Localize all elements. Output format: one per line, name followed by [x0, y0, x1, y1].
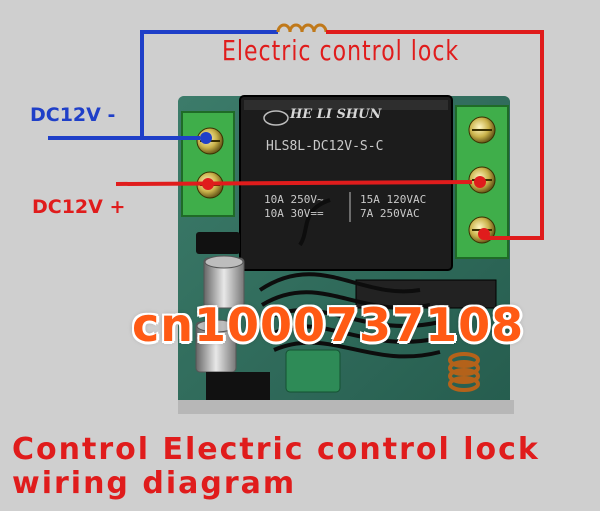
relay-highlight [244, 100, 448, 110]
lock-coil-icon [276, 23, 328, 33]
negative-wire [48, 30, 278, 140]
left-terminal-block [181, 111, 235, 217]
antenna-coil [258, 198, 441, 359]
pin-header [206, 372, 270, 400]
electric-lock-label: Electric control lock [222, 36, 460, 68]
dc-positive-label: DC12V + [32, 196, 126, 218]
watermark-text: cn1000737108 [132, 298, 525, 352]
relay-spec: 15A 120VAC [360, 193, 427, 206]
ic-chip [355, 279, 497, 309]
connection-dot [202, 178, 214, 190]
relay-logo-icon [263, 110, 289, 126]
caption-line-1: Control Electric control lock [12, 432, 540, 467]
pcb-edge-pins [178, 400, 514, 414]
caption-line-2: wiring diagram [12, 466, 297, 501]
relay-spec: 10A 250V~ [264, 193, 324, 206]
capacitor-top [204, 255, 244, 269]
connection-dot [474, 176, 486, 188]
relay-spec: 7A 250VAC [360, 207, 420, 220]
relay-model-text: HLS8L-DC12V-S-C [266, 139, 384, 154]
positive-wire [115, 180, 473, 186]
relay-spec: 10A 30V== [264, 207, 324, 220]
inductor-icon [448, 352, 480, 392]
button-module [285, 349, 341, 393]
connection-dot [200, 132, 212, 144]
relay-brand-text: HE LI SHUN [290, 107, 382, 122]
capacitor-top [196, 319, 236, 333]
connection-dot [478, 228, 490, 240]
dc-negative-label: DC12V - [30, 104, 116, 126]
regulator-chip [196, 232, 240, 254]
lock-output-wire [326, 30, 544, 240]
